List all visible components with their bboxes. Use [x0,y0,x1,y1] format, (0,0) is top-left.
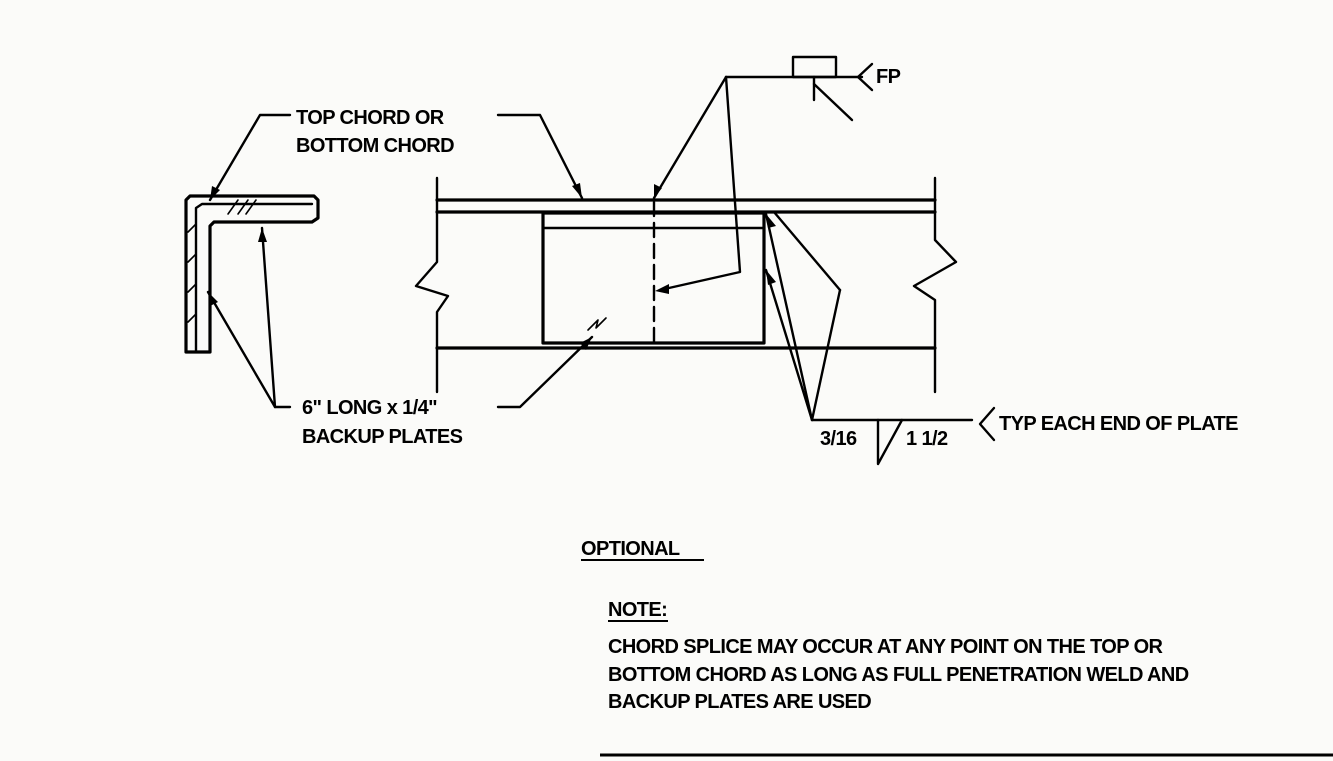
note-line-2: BOTTOM CHORD AS LONG AS FULL PENETRATION… [608,664,1189,686]
fp-arrow-top [654,184,662,198]
plates-arrow-plate [580,337,592,350]
note-line-3: BACKUP PLATES ARE USED [608,691,871,713]
chord-elevation-view [414,55,996,466]
fp-leader-to-mid [658,75,742,292]
angle-inner-leg [194,202,314,354]
weld-tail-label: TYP EACH END OF PLATE [999,413,1238,435]
weld-size-label: 3/16 [820,428,857,450]
chord-label-leader-right [496,113,584,200]
fillet-leader-mid [810,288,842,422]
drawing-labels: TOP CHORD OR BOTTOM CHORD 6" LONG x 1/4"… [296,66,1239,713]
plates-leader-to-horizontal [260,226,277,409]
fillet-weld-triangle [876,418,904,466]
fp-weld-flag-diag [812,82,854,122]
plates-arrow-horizontal [258,228,267,242]
note-line-1: CHORD SPLICE MAY OCCUR AT ANY POINT ON T… [608,636,1164,658]
fp-leader-to-top [652,75,728,200]
note-heading: NOTE: [608,599,667,621]
fillet-leader-top [764,212,814,422]
fp-tail [856,62,874,92]
weld-hatch-horizontal [227,199,257,215]
chord-label-line1: TOP CHORD OR [296,107,445,129]
angle-outer-profile [184,194,320,354]
field-weld-label: FP [876,66,901,88]
chord-leader-arrow-left [210,186,220,200]
fillet-leader-to-plate-end [772,210,842,292]
weld-length-label: 1 1/2 [906,428,948,450]
plates-leader-to-plate [496,335,594,409]
plate-break-mark [587,317,607,331]
fillet-arrow-end [766,270,776,285]
break-line-right [912,176,958,394]
plates-label-line2: BACKUP PLATES [302,426,463,448]
weld-hatch-vertical [187,223,197,323]
plates-label-line1: 6" LONG x 1/4" [302,397,437,419]
chord-label-line2: BOTTOM CHORD [296,135,454,157]
break-line-left [414,176,450,394]
fillet-arrow-top [766,214,776,228]
chord-label-leader-left [208,113,292,202]
fillet-leader-end [764,268,814,422]
optional-heading: OPTIONAL [581,538,680,560]
angle-section-view [184,113,320,409]
fillet-tail [978,406,996,442]
chord-leader-arrow-right [572,183,582,198]
plates-arrow-vertical [208,292,218,306]
fp-arrow-mid [655,284,669,294]
